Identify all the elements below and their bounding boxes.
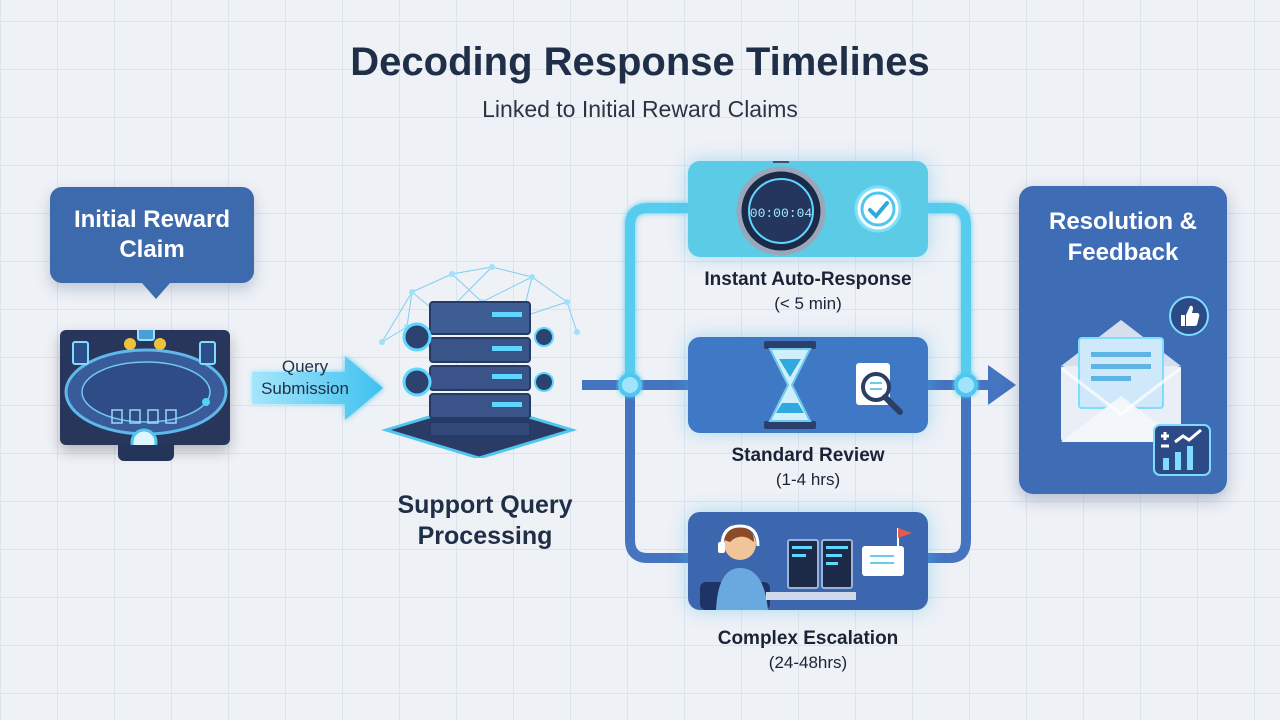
ticket-flag-icon: [862, 528, 912, 576]
stopwatch-icon: 00:00:04: [736, 153, 826, 256]
resolution-feedback-card: Resolution & Feedback: [1019, 186, 1227, 494]
hourglass-icon: [764, 341, 816, 429]
initial-reward-claim-bubble: Initial Reward Claim: [50, 187, 254, 299]
complex-escalation-label: Complex Escalation (24-48hrs): [640, 628, 976, 673]
analytics-chart-icon: [1153, 424, 1211, 476]
standard-review-card: [688, 337, 928, 433]
instant-auto-response-title: Instant Auto-Response: [704, 269, 912, 290]
standard-review-title: Standard Review: [731, 445, 885, 466]
complex-escalation-card: [688, 512, 928, 610]
instant-auto-response-label: Instant Auto-Response (< 5 min): [640, 269, 976, 314]
page-title: Decoding Response Timelines: [350, 40, 930, 84]
arrowhead-to-resolution: [988, 365, 1016, 405]
server-stack-icon: [379, 264, 580, 458]
thumbs-up-icon: [1169, 296, 1209, 336]
standard-review-label: Standard Review (1-4 hrs): [640, 445, 976, 490]
query-submission-arrow: [252, 356, 383, 420]
connector-bottom: [625, 385, 971, 563]
checkmark-badge-icon: [854, 185, 902, 233]
poker-table-stand: [118, 445, 174, 461]
standard-review-time: (1-4 hrs): [775, 470, 841, 489]
instant-auto-response-time: (< 5 min): [774, 294, 842, 313]
envelope-icon: [1061, 320, 1181, 442]
complex-escalation-title: Complex Escalation: [717, 628, 899, 649]
resolution-feedback-label: Resolution & Feedback: [1049, 208, 1197, 266]
connector-top: [625, 203, 971, 385]
page-subtitle: Linked to Initial Reward Claims: [482, 96, 798, 122]
complex-escalation-time: (24-48hrs): [768, 653, 848, 672]
initial-reward-claim-label: Initial Reward Claim: [73, 206, 231, 263]
poker-table-icon: [60, 319, 230, 456]
instant-auto-response-card: 00:00:04: [688, 153, 928, 257]
support-agent-icon: [700, 524, 856, 610]
timer-readout: 00:00:04: [750, 206, 813, 221]
query-submission-label: Query Submission: [261, 357, 349, 398]
document-search-icon: [856, 363, 903, 415]
support-query-processing-label: Support Query Processing: [397, 491, 573, 550]
